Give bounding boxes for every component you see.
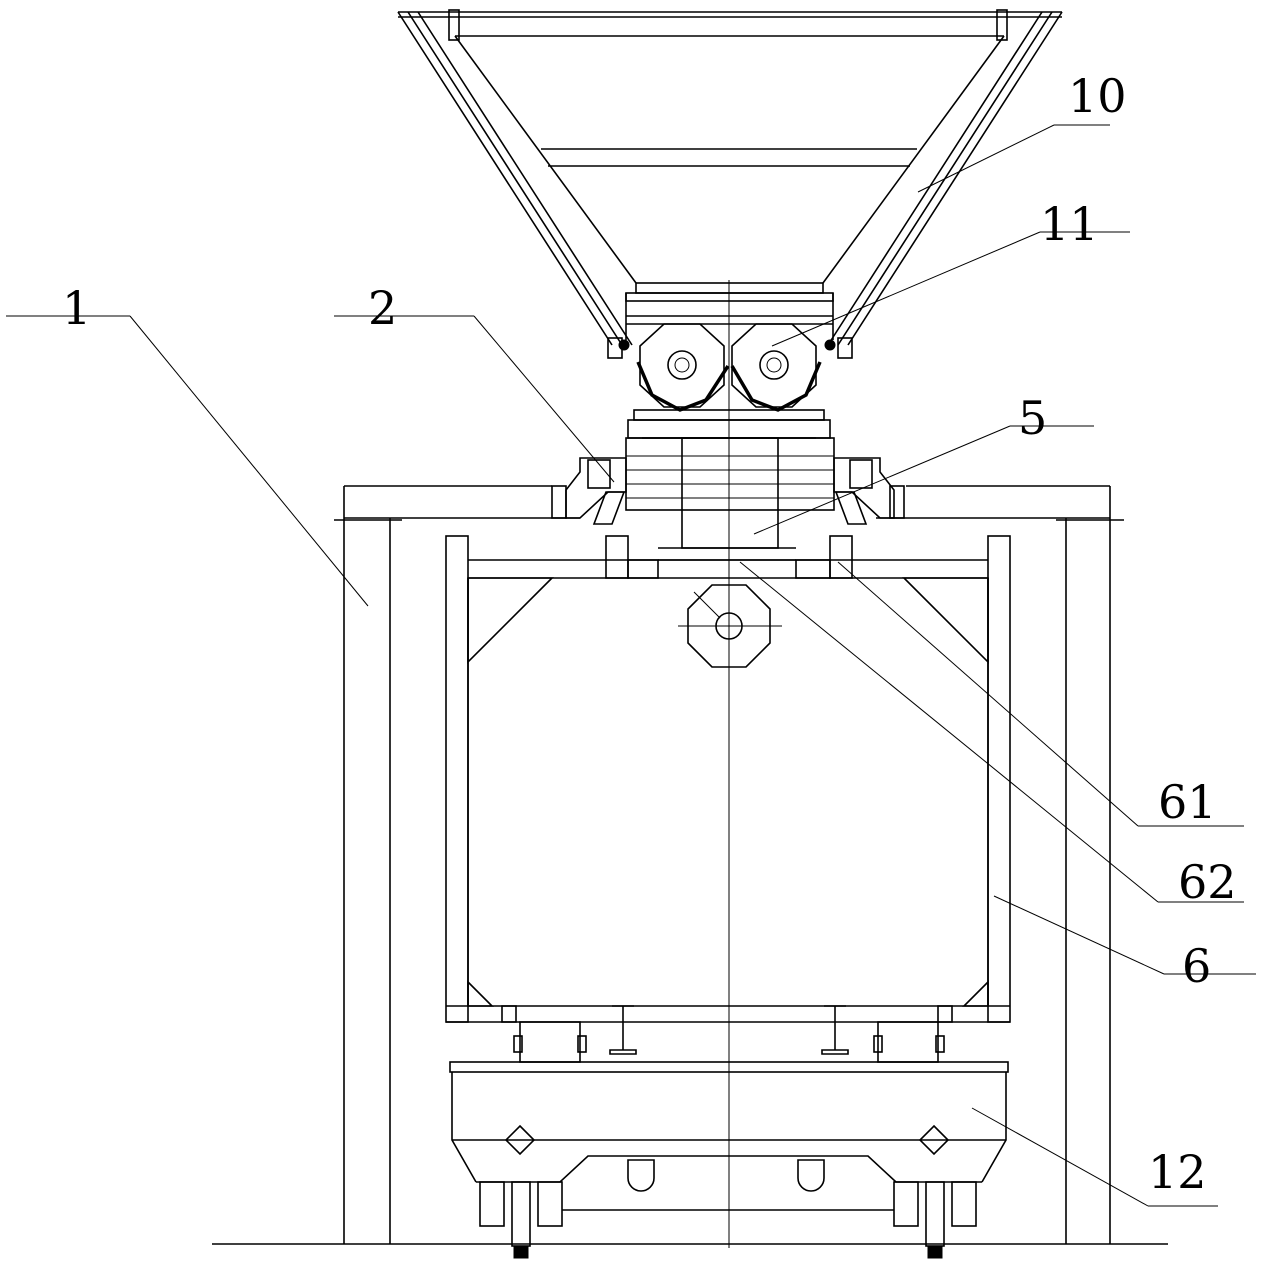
callout-2: 2 — [368, 281, 397, 335]
callout-6: 6 — [1182, 939, 1211, 993]
callout-11: 11 — [1040, 197, 1099, 251]
roller-crusher — [625, 282, 834, 439]
leader-lines — [6, 124, 1256, 1207]
frame-columns — [343, 486, 1111, 1244]
callout-12: 12 — [1148, 1145, 1207, 1199]
support-platform — [334, 457, 1124, 525]
storage-bin — [445, 535, 1011, 1023]
bin-supports — [501, 1005, 953, 1063]
chute — [625, 437, 835, 549]
callout-61: 61 — [1158, 775, 1217, 829]
lower-cart — [449, 1061, 1009, 1259]
hopper — [397, 9, 1063, 359]
callout-62: 62 — [1178, 855, 1237, 909]
callout-5: 5 — [1018, 391, 1047, 445]
callout-1: 1 — [62, 281, 91, 335]
callout-10: 10 — [1068, 69, 1127, 123]
